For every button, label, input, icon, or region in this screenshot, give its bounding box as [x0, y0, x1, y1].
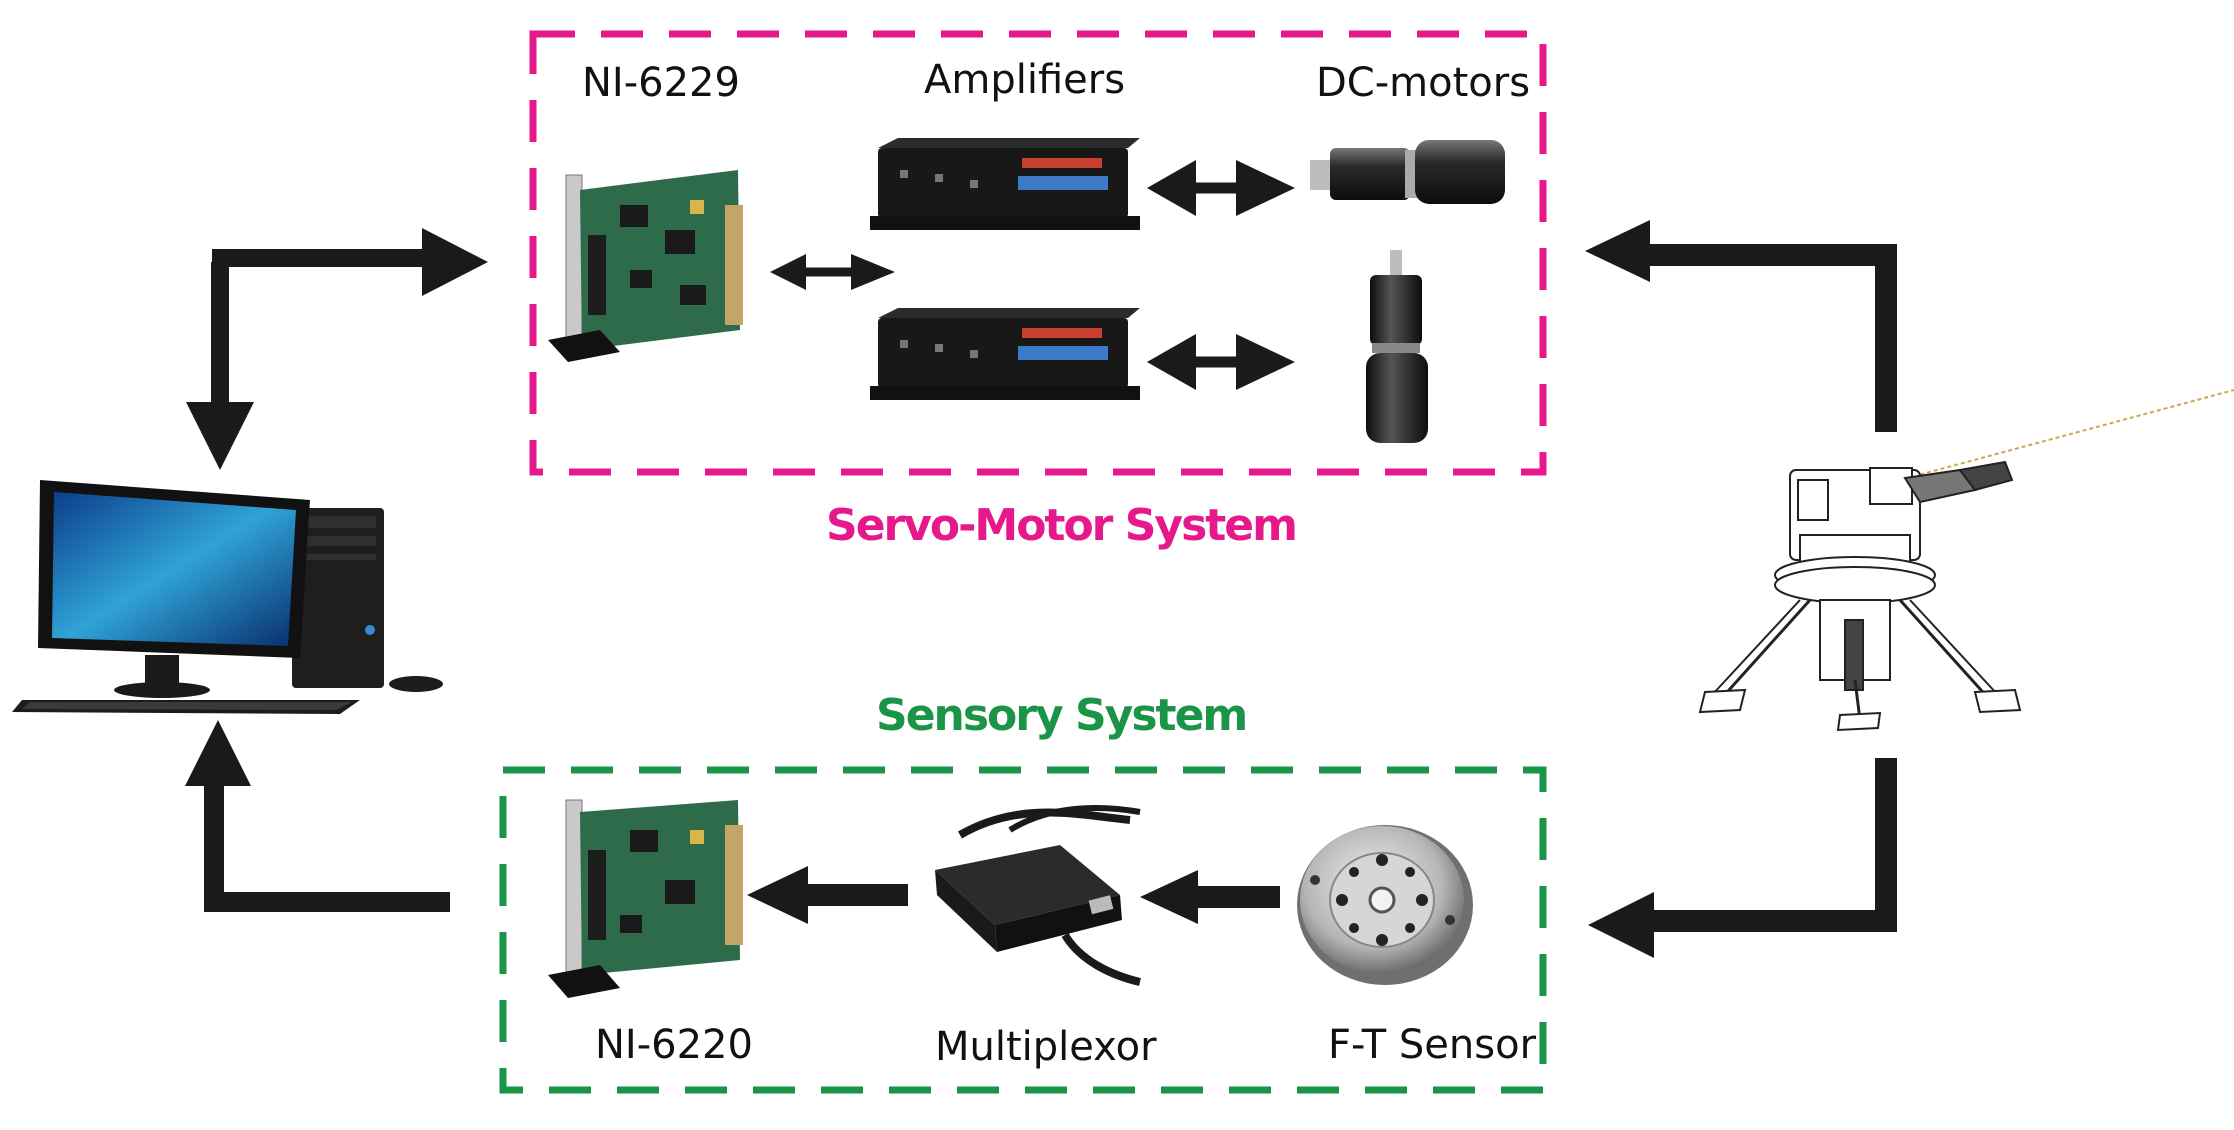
servo-system-box: [529, 30, 1547, 476]
arrow-multiplexor-to-ni6220: [747, 866, 908, 924]
arrow-pc-to-ni6229: [212, 228, 488, 296]
dc-motor-icon: [1310, 140, 1505, 204]
label-dc-motors: DC-motors: [1316, 60, 1531, 106]
ft-sensor-icon: [1297, 825, 1473, 985]
arrow-robot-to-ft-sensor: [1588, 758, 1897, 958]
arrow-ni6220-to-pc: [185, 720, 450, 912]
label-multiplexor: Multiplexor: [935, 1024, 1157, 1070]
label-sensory-system: Sensory System: [876, 690, 1248, 741]
daq-card-icon: [548, 170, 743, 362]
arrow-ft-to-multiplexor: [1140, 870, 1280, 924]
label-servo-motor-system: Servo-Motor System: [826, 500, 1298, 551]
dc-motor-icon: [1366, 250, 1428, 443]
multiplexor-icon: [935, 805, 1141, 986]
label-ft-sensor: F-T Sensor: [1328, 1022, 1537, 1068]
label-ni6220: NI-6220: [595, 1022, 753, 1068]
arrow-amplifier-motor-bottom: [1147, 334, 1295, 390]
arrow-ni6229-amplifier: [770, 254, 895, 290]
label-ni6229: NI-6229: [582, 60, 740, 106]
desktop-computer-icon: [12, 480, 443, 714]
label-amplifiers: Amplifiers: [924, 57, 1126, 103]
arrow-amplifier-motor-top: [1147, 160, 1295, 216]
haptic-robot-icon: [1698, 389, 2234, 732]
amplifier-icon: [870, 308, 1140, 400]
arrow-ni6229-to-pc: [186, 262, 254, 470]
arrow-robot-to-motors: [1585, 220, 1897, 432]
amplifier-icon: [870, 138, 1140, 230]
daq-card-icon: [548, 799, 743, 998]
